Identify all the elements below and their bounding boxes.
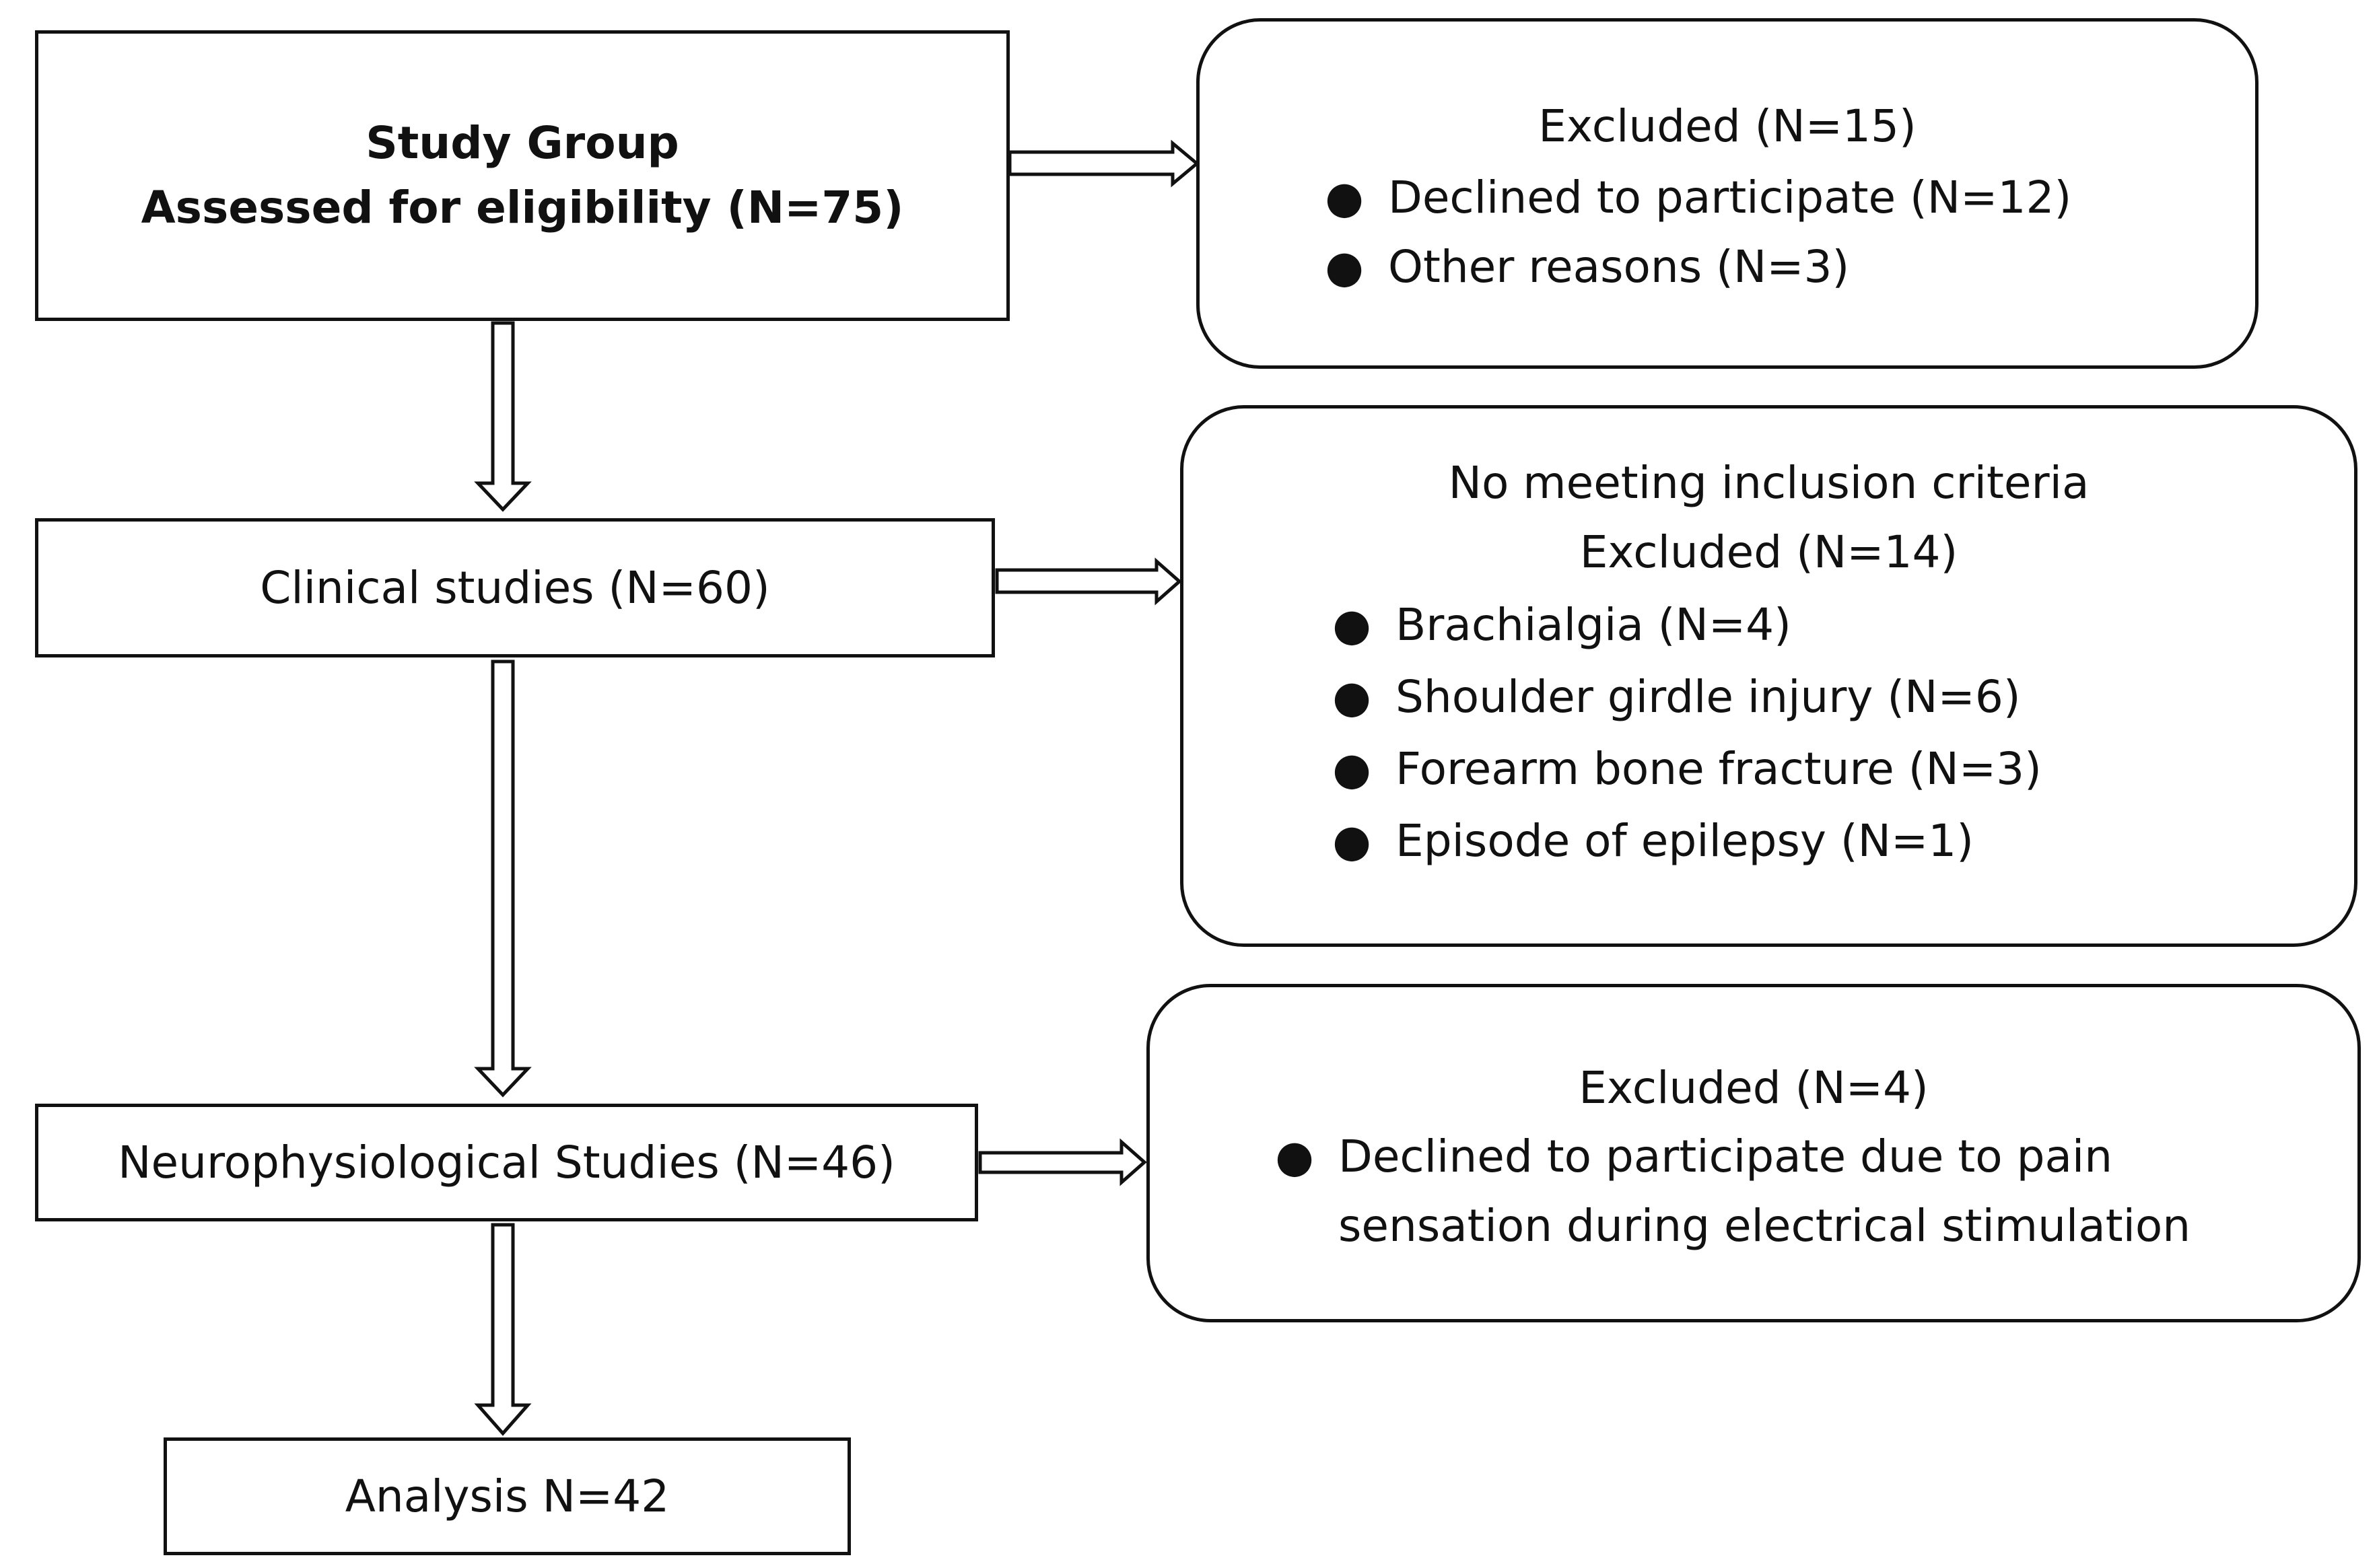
down-arrow-2 xyxy=(474,660,532,1098)
bullet-icon: ● xyxy=(1332,743,1371,795)
list-item-text: Other reasons (N=3) xyxy=(1388,241,1850,293)
bullet-icon: ● xyxy=(1332,599,1371,651)
analysis-label: Analysis N=42 xyxy=(345,1470,670,1522)
list-item-text: Forearm bone fracture (N=3) xyxy=(1395,743,2042,795)
study-group-box: Study Group Assessed for eligibility (N=… xyxy=(35,30,1010,321)
list-item-text: Declined to participate due to pain sens… xyxy=(1338,1131,2191,1252)
clinical-studies-box: Clinical studies (N=60) xyxy=(35,518,995,657)
bullet-icon: ● xyxy=(1325,172,1364,223)
list-item: ● Other reasons (N=3) xyxy=(1301,232,1849,301)
neurophysiological-studies-box: Neurophysiological Studies (N=46) xyxy=(35,1104,978,1221)
list-item: ● Declined to participate (N=12) xyxy=(1301,163,2071,232)
excluded-box-3: Excluded (N=4) ● Declined to participate… xyxy=(1146,984,2361,1322)
down-arrow-1 xyxy=(474,321,532,512)
list-item: ● Declined to participate due to pain se… xyxy=(1251,1122,2213,1260)
list-item-text: Brachialgia (N=4) xyxy=(1395,599,1791,651)
list-item-text: Declined to participate (N=12) xyxy=(1388,172,2072,223)
excluded-3-heading: Excluded (N=4) xyxy=(1579,1062,1929,1114)
right-arrow-3 xyxy=(978,1138,1147,1186)
excluded-2-heading-line2: Excluded (N=14) xyxy=(1579,526,1958,578)
bullet-icon: ● xyxy=(1332,671,1371,723)
list-item: ● Forearm bone fracture (N=3) xyxy=(1308,734,2042,804)
analysis-box: Analysis N=42 xyxy=(164,1437,851,1555)
clinical-studies-label: Clinical studies (N=60) xyxy=(260,561,770,614)
right-arrow-2 xyxy=(995,557,1182,606)
excluded-1-heading: Excluded (N=15) xyxy=(1538,100,1917,152)
excluded-box-1: Excluded (N=15) ● Declined to participat… xyxy=(1196,18,2259,369)
bullet-icon: ● xyxy=(1275,1131,1314,1182)
list-item-text: Episode of epilepsy (N=1) xyxy=(1395,815,1974,867)
study-group-title: Study Group xyxy=(366,117,679,170)
study-group-subtitle: Assessed for eligibility (N=75) xyxy=(141,182,904,234)
bullet-icon: ● xyxy=(1325,241,1364,293)
excluded-2-heading-line1: No meeting inclusion criteria xyxy=(1448,457,2090,509)
neurophysiological-studies-label: Neurophysiological Studies (N=46) xyxy=(118,1136,895,1188)
excluded-box-2: No meeting inclusion criteria Excluded (… xyxy=(1180,405,2357,947)
list-item-text: Shoulder girdle injury (N=6) xyxy=(1395,671,2021,723)
list-item: ● Episode of epilepsy (N=1) xyxy=(1308,806,1974,876)
bullet-icon: ● xyxy=(1332,815,1371,867)
right-arrow-1 xyxy=(1008,139,1200,188)
list-item: ● Shoulder girdle injury (N=6) xyxy=(1308,662,2021,732)
list-item: ● Brachialgia (N=4) xyxy=(1308,590,1791,660)
down-arrow-3 xyxy=(474,1223,532,1436)
